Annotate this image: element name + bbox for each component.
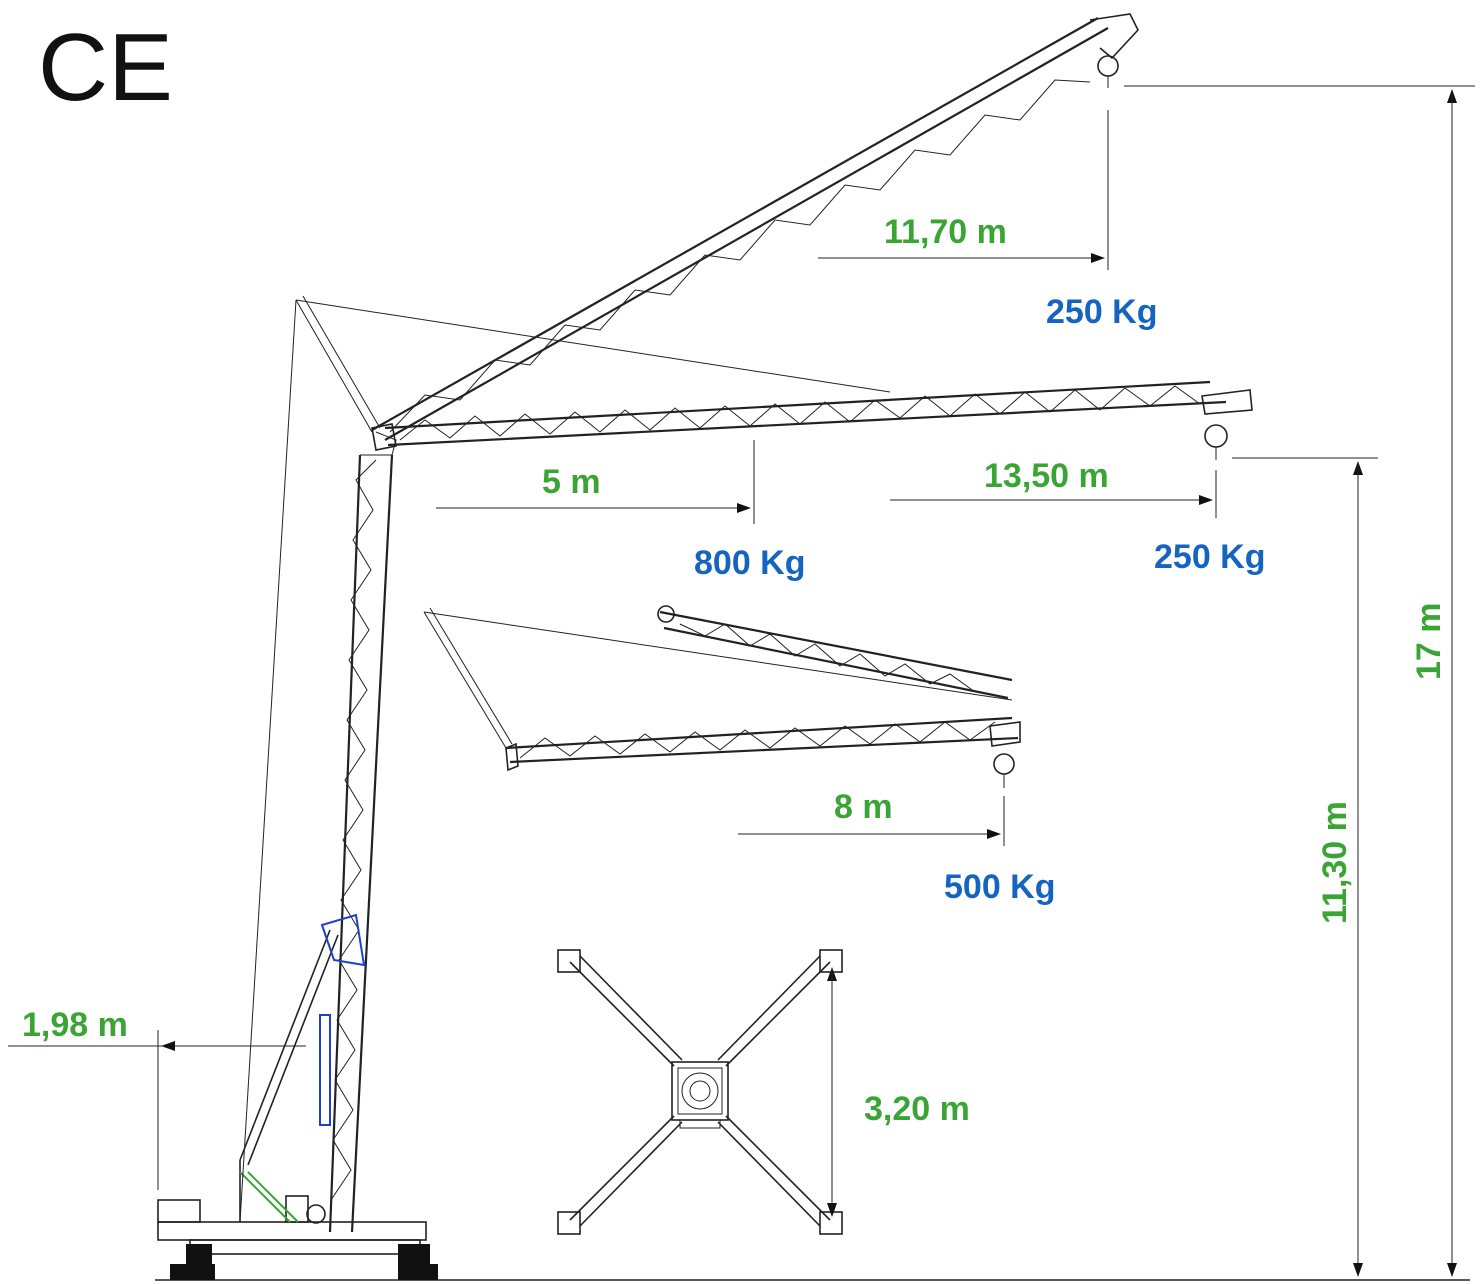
outrigger-plan-view (557, 949, 843, 1235)
reach-label-11-70: 11,70 m (884, 213, 1007, 251)
crane-base (157, 1160, 438, 1280)
jib-horizontal (295, 299, 1253, 460)
load-label-near: 800 Kg (694, 544, 806, 582)
load-label-low: 500 Kg (944, 868, 1056, 906)
reach-label-5: 5 m (542, 463, 601, 501)
ce-mark: CE (38, 14, 173, 121)
reach-label-13-50: 13,50 m (984, 457, 1109, 495)
load-label-high: 250 Kg (1046, 293, 1158, 331)
reach-label-8: 8 m (834, 788, 893, 826)
load-label-mid: 250 Kg (1154, 538, 1266, 576)
height-hook-label: 11,30 m (1316, 801, 1354, 924)
jib-raised (295, 13, 1139, 441)
base-width-label: 3,20 m (864, 1090, 970, 1128)
height-total-label: 17 m (1410, 603, 1448, 681)
tail-label: 1,98 m (22, 1006, 128, 1044)
jib-short (423, 605, 1021, 788)
crane-mast (239, 299, 397, 1233)
dimension-lines (8, 85, 1475, 1277)
